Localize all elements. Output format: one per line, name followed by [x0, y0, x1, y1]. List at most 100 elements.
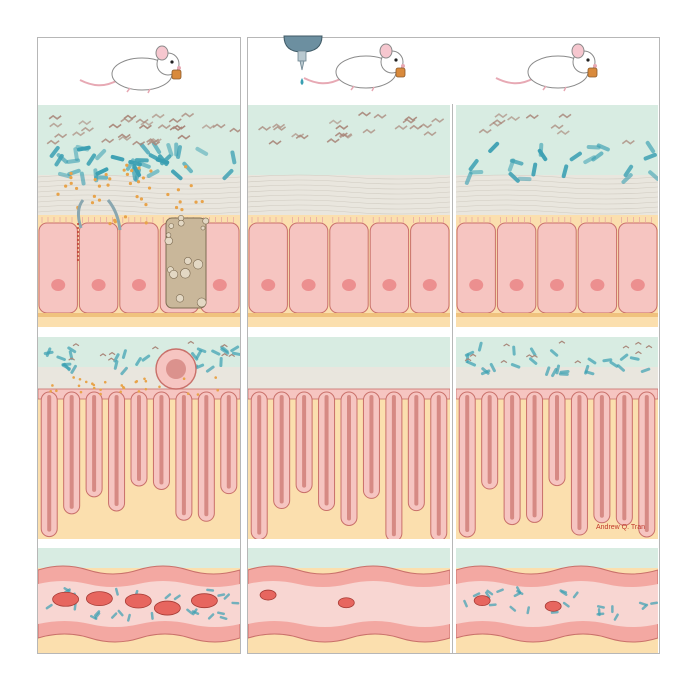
crypt-lumen [302, 395, 307, 488]
epithelium-panel [456, 105, 658, 327]
mucus-fiber [248, 184, 450, 190]
crypt-lumen [465, 395, 470, 532]
commensal-bacterium [419, 123, 433, 129]
apoptotic-body [202, 217, 210, 225]
bacterium [569, 151, 582, 162]
commensal-bacterium [72, 343, 80, 347]
antigen-particle [64, 184, 68, 188]
bacterium [217, 611, 225, 616]
crypt-lumen [257, 395, 262, 535]
crypt-lumen [555, 395, 559, 481]
bacterium [650, 601, 658, 605]
crypt-lumen [487, 395, 492, 485]
bacterium [484, 591, 491, 599]
bacterium [596, 605, 605, 609]
commensal-bacterium [402, 118, 416, 124]
bacterium [49, 145, 60, 158]
bacterium [211, 349, 221, 356]
mouse-icon [303, 43, 406, 92]
cell-nucleus [212, 279, 227, 291]
mouse-feet [350, 85, 375, 92]
bacterium [113, 360, 119, 370]
commensal-bacterium [423, 131, 437, 137]
bacterium [489, 362, 496, 373]
commensal-bacterium [525, 114, 539, 120]
cell-nucleus [382, 279, 397, 291]
antigen-particle [99, 388, 102, 391]
commensal-bacterium [132, 140, 146, 146]
mucus-fiber [456, 209, 658, 215]
antigen-particle [77, 384, 81, 388]
bacterium [194, 363, 205, 370]
antigen-particle [55, 389, 58, 393]
bacterium [176, 145, 182, 159]
antigen-particle [120, 384, 124, 387]
epithelial-cell [410, 222, 450, 314]
colon-panel [456, 548, 658, 653]
bacterium [464, 350, 475, 357]
bacterium [56, 153, 69, 164]
commensal-bacterium [273, 125, 287, 131]
crypt-lumen [577, 395, 582, 531]
commensal-bacterium [531, 354, 538, 358]
antigen-particle [149, 169, 153, 173]
crypt-lumen [347, 395, 351, 521]
bacterium [463, 599, 468, 608]
mucus-fiber [248, 189, 450, 195]
antigen-particle [144, 221, 148, 225]
bacterium [219, 615, 228, 621]
antigen-particle [91, 382, 94, 385]
food-pellet-icon [171, 69, 182, 80]
mucus-fiber [38, 184, 240, 190]
bacterium [186, 608, 193, 615]
mucus-layer [456, 175, 658, 215]
bacterium [127, 613, 131, 622]
commensal-bacterium [328, 119, 342, 125]
commensal-bacterium [78, 120, 92, 126]
antigen-particle [79, 390, 83, 394]
bacterium [623, 164, 634, 178]
cell-nucleus [301, 279, 316, 291]
mouse-tail [303, 77, 343, 85]
apoptotic-body [168, 223, 175, 229]
bacterium [73, 147, 79, 162]
epithelial-cell [456, 222, 496, 314]
bacterium [135, 357, 142, 366]
crypt-lumen [391, 395, 396, 537]
commensal-bacterium [172, 124, 186, 130]
bacterium [155, 157, 170, 165]
commensal-bacterium [503, 343, 510, 347]
commensal-bacterium [621, 139, 635, 145]
commensal-bacterium [500, 359, 508, 364]
bacterium [220, 347, 230, 355]
bacterium [529, 347, 537, 357]
commensal-bacterium [622, 345, 630, 349]
antigen-particle [49, 389, 53, 393]
bacterium [531, 162, 538, 177]
colon-cross-section-row [38, 548, 658, 653]
mucus-fiber [38, 189, 240, 195]
commensal-bacterium [558, 340, 566, 344]
mucus-fiber [248, 194, 450, 200]
antigen-particle [144, 387, 148, 391]
bacterium [173, 594, 181, 601]
bacterium [509, 605, 517, 612]
antigen-particle [84, 380, 88, 384]
bacterium [94, 612, 101, 619]
antigen-particle [119, 390, 122, 394]
commensal-bacterium [212, 123, 226, 129]
commensal-bacterium [135, 118, 149, 124]
commensal-bacterium [326, 138, 340, 144]
antigen-particle [103, 380, 107, 384]
bacterium [643, 152, 657, 161]
antigen-particle [69, 181, 73, 185]
commensal-bacterium [558, 113, 572, 119]
commensal-bacterium [550, 124, 564, 130]
mouse-ear [379, 43, 393, 59]
bacterium [230, 345, 240, 353]
mouse-eye [586, 58, 590, 62]
bacterium [231, 351, 240, 357]
apoptotic-body [175, 294, 185, 303]
antigen-particle [189, 184, 193, 188]
bacterium [68, 350, 74, 361]
